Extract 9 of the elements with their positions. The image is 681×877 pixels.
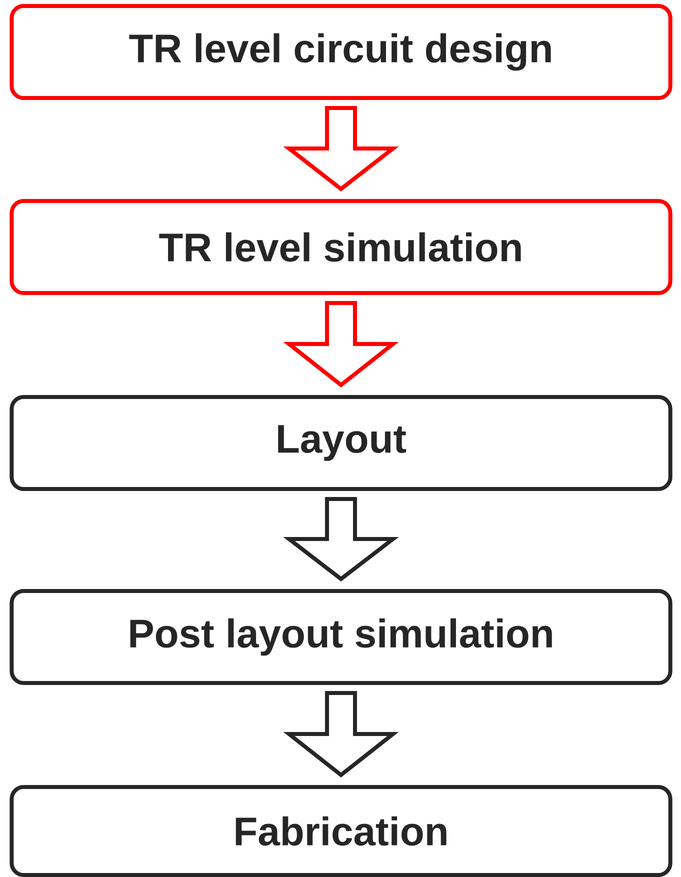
- process-box: Fabrication: [10, 785, 672, 877]
- block-arrow: [283, 691, 399, 778]
- block-arrow: [283, 106, 399, 192]
- process-box: Layout: [10, 395, 672, 491]
- block-arrow: [283, 497, 399, 582]
- process-box: TR level circuit design: [10, 4, 672, 100]
- block-arrow: [283, 301, 399, 388]
- process-box: Post layout simulation: [10, 589, 672, 685]
- process-box: TR level simulation: [10, 199, 672, 295]
